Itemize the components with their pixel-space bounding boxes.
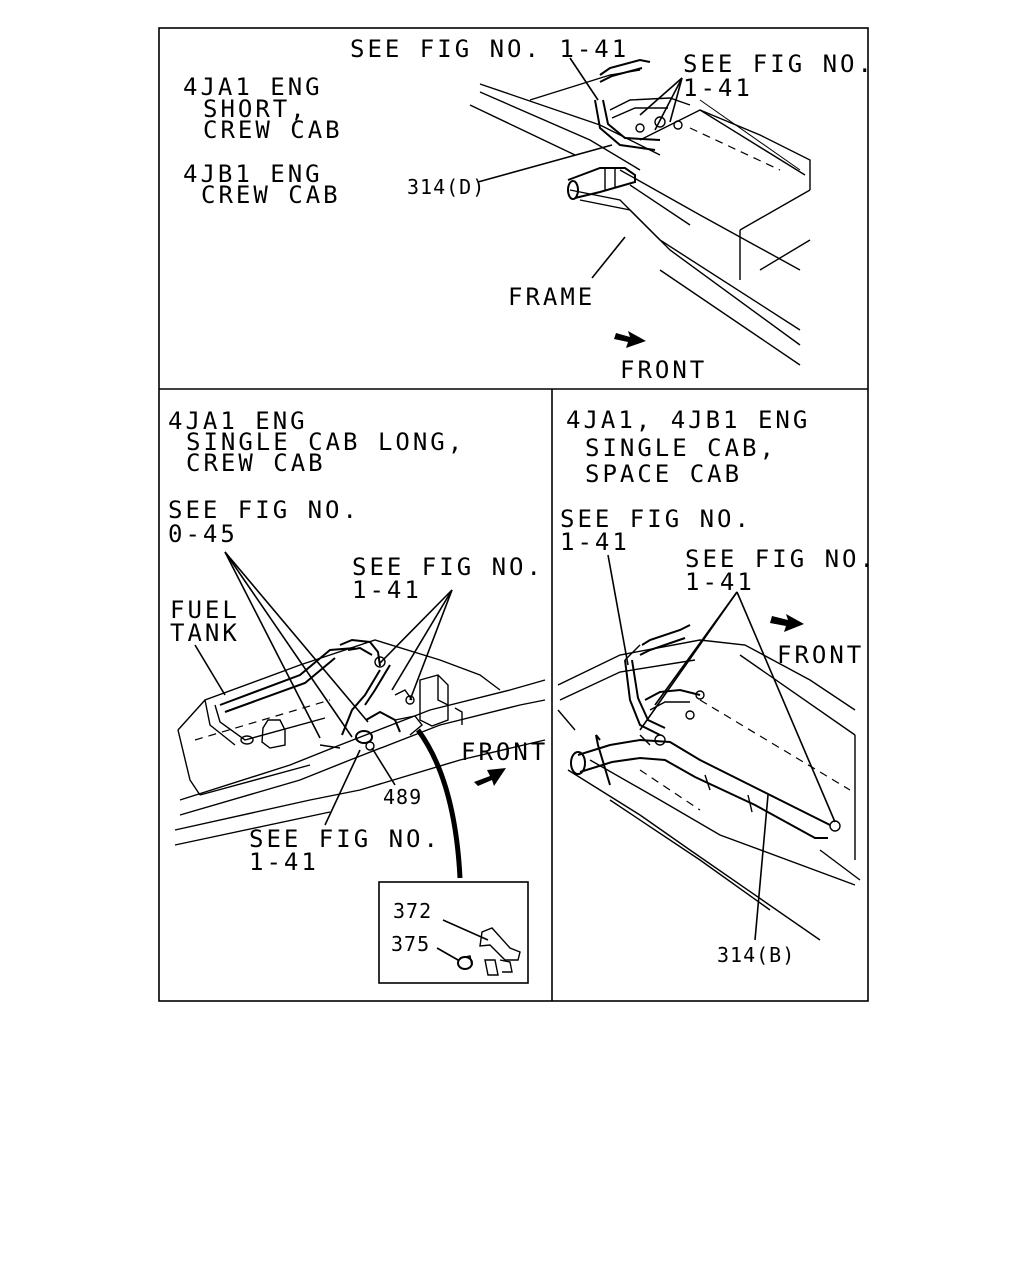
top-leader-see-fig-b-2 (639, 77, 683, 116)
br-leader-see-fig-a (607, 554, 629, 666)
top-see-fig-a: SEE FIG NO. 1-41 (350, 35, 629, 63)
top-leader-frame (591, 236, 626, 279)
bl-front-arrow-icon (474, 768, 506, 786)
bl-leader-detail (415, 728, 463, 879)
bl-leader-045-1 (224, 551, 321, 739)
top-see-fig-b-line1: SEE FIG NO. (683, 50, 875, 78)
bl-leader-141-a-2 (409, 589, 453, 701)
panel-bottom-left: 4JA1 ENG SINGLE CAB LONG, CREW CAB SEE F… (168, 407, 546, 984)
bl-leader-141-a-3 (391, 589, 453, 691)
top-front-label: FRONT (620, 356, 707, 384)
br-see-fig-a-line2: 1-41 (560, 528, 630, 556)
bl-engine-line2: SINGLE CAB LONG, (186, 428, 465, 456)
bl-engine-line1: 4JA1 ENG (168, 407, 308, 435)
br-engine-line1: 4JA1, 4JB1 ENG (566, 406, 810, 434)
top-leader-see-fig-b-1 (654, 77, 683, 131)
bl-detail-inset-box (378, 881, 529, 984)
bl-leader-045-3 (224, 551, 369, 723)
bl-detail-bracket-drawing (436, 919, 521, 976)
top-front-arrow-icon (614, 331, 646, 348)
br-see-fig-b-line1: SEE FIG NO. (685, 545, 877, 573)
top-leader-see-fig-a (569, 57, 599, 101)
bl-leader-141-a-1 (379, 589, 453, 664)
bl-leader-489 (371, 747, 396, 786)
top-engine-a-line3: CREW CAB (203, 116, 343, 144)
br-front-label: FRONT (777, 641, 864, 669)
bl-see-fig-141-a-line1: SEE FIG NO. (352, 553, 544, 581)
top-leader-314d (477, 144, 613, 183)
bl-see-fig-141-a-line2: 1-41 (352, 576, 422, 604)
bl-engine-line3: CREW CAB (186, 449, 326, 477)
top-engine-b-line2: CREW CAB (201, 181, 341, 209)
panel-top: 4JA1 ENG SHORT, CREW CAB 4JB1 ENG CREW C… (183, 35, 875, 384)
top-engine-a-line2: SHORT, (203, 95, 308, 123)
br-part-314b: 314(B) (717, 943, 795, 967)
bl-fuel-tank-line2: TANK (170, 619, 240, 647)
top-engine-b-line1: 4JB1 ENG (183, 160, 323, 188)
top-see-fig-b-line2: 1-41 (683, 74, 753, 102)
bl-part-375: 375 (391, 932, 430, 956)
top-frame-drawing (469, 58, 811, 366)
bl-leader-fuel-tank (194, 644, 226, 696)
panel-bottom-right: 4JA1, 4JB1 ENG SINGLE CAB, SPACE CAB SEE… (557, 406, 877, 967)
top-part-314d: 314(D) (407, 175, 485, 199)
br-engine-line3: SPACE CAB (585, 460, 742, 488)
bl-see-fig-045-line2: 0-45 (168, 520, 238, 548)
br-see-fig-a-line1: SEE FIG NO. (560, 505, 752, 533)
top-frame-label: FRAME (508, 283, 595, 311)
bl-see-fig-141-b-line2: 1-41 (249, 848, 319, 876)
br-leader-314b (754, 794, 769, 941)
bl-see-fig-141-b-line1: SEE FIG NO. (249, 825, 441, 853)
bl-leader-045-2 (224, 551, 353, 738)
br-leader-see-fig-b-2 (654, 591, 738, 706)
top-engine-a-line1: 4JA1 ENG (183, 73, 323, 101)
bl-leader-141-b (324, 749, 361, 826)
bl-part-489: 489 (383, 785, 422, 809)
bl-part-372: 372 (393, 899, 432, 923)
bl-tank-drawing (174, 638, 546, 846)
bl-see-fig-045-line1: SEE FIG NO. (168, 496, 360, 524)
br-front-arrow-icon (770, 614, 804, 632)
top-leader-see-fig-b-3 (669, 77, 683, 123)
br-leader-see-fig-b-3 (736, 591, 836, 823)
br-see-fig-b-line2: 1-41 (685, 568, 755, 596)
br-engine-line2: SINGLE CAB, (585, 434, 777, 462)
br-tank-drawing (557, 624, 861, 941)
diagram-frame (158, 27, 869, 1002)
bl-fuel-tank-line1: FUEL (170, 596, 240, 624)
